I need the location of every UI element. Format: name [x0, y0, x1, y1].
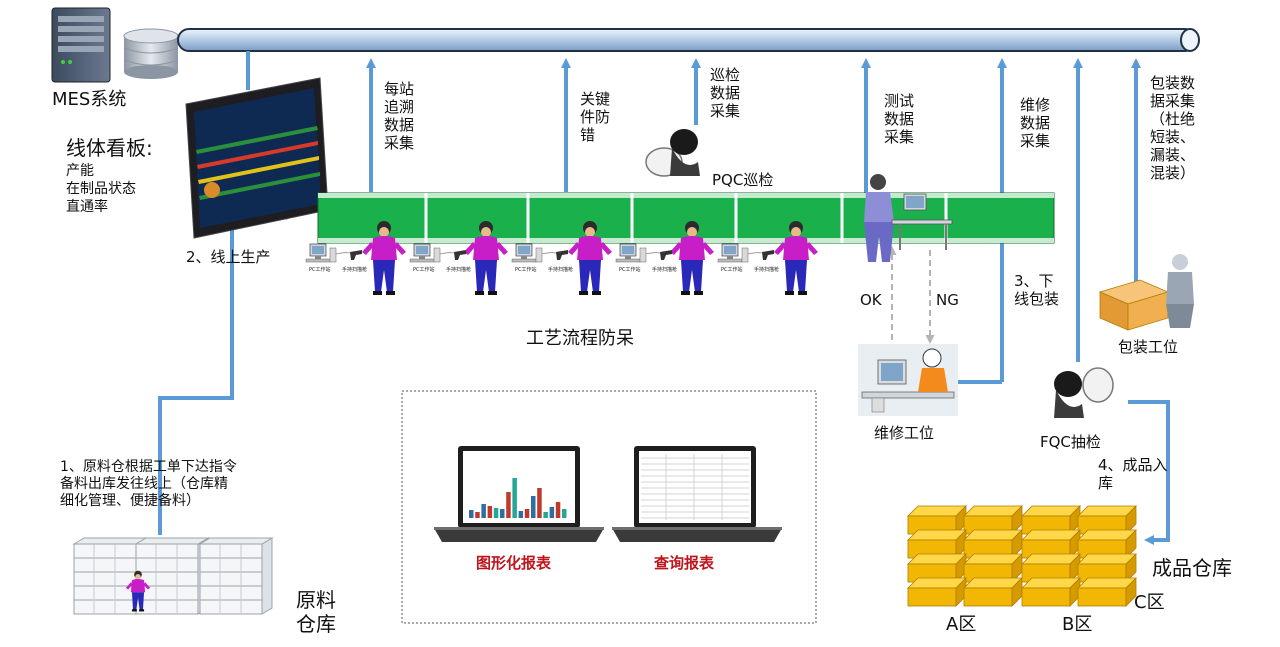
scanner-label: 手持扫描枪	[342, 267, 368, 273]
station-collect-label: 每站 追溯 数据 采集	[384, 80, 415, 152]
mini-chart-bar	[469, 510, 474, 518]
collection-arrows	[366, 58, 1141, 382]
scanner-label: 手持扫描枪	[446, 267, 472, 273]
packing-collect-label: 包装数 据采集 （杜绝 短装、 漏装、 混装）	[1150, 74, 1196, 182]
mini-chart-bar	[481, 504, 486, 518]
mini-chart-bar	[555, 502, 561, 518]
data-bus-pipe	[177, 28, 1200, 52]
step3-label: 3、下 线包装	[1014, 272, 1060, 308]
zone-b-label: B区	[1062, 614, 1093, 635]
query-report-laptop	[612, 446, 782, 542]
pqc-label: PQC巡检	[712, 171, 774, 189]
kanban-title: 线体看板:	[66, 136, 153, 160]
kanban-item-wip: 在制品状态	[66, 181, 136, 197]
tester-icon	[864, 174, 953, 262]
graphic-report-label: 图形化报表	[476, 554, 552, 572]
raw-material-shelves	[73, 537, 273, 615]
test-collect-label: 测试 数据 采集	[884, 92, 915, 146]
query-report-label: 查询报表	[654, 554, 715, 572]
mini-chart-bar	[493, 508, 499, 518]
repair-collect-label: 维修 数据 采集	[1020, 96, 1051, 150]
scanner-label: 手持扫描枪	[548, 267, 574, 273]
ng-label: NG	[936, 291, 959, 309]
reports-frame	[401, 390, 817, 624]
mini-chart-bar	[518, 511, 524, 518]
repair-station-icon	[858, 344, 958, 416]
database-icon	[123, 28, 179, 79]
mini-chart-bar	[537, 488, 542, 518]
mini-chart-bar	[506, 492, 511, 518]
pc-station-label: PC工作站	[619, 267, 641, 273]
scanner-label: 手持扫描枪	[652, 267, 678, 273]
pc-station-label: PC工作站	[721, 267, 743, 273]
kanban-item-capacity: 产能	[66, 163, 94, 179]
graphic-report-laptop	[434, 446, 604, 542]
mini-chart-bar	[543, 512, 548, 518]
pqc-inspector-icon	[645, 129, 700, 177]
mini-chart-bar	[500, 509, 505, 518]
mini-chart-bar	[549, 507, 555, 518]
repair-station-label: 维修工位	[874, 424, 935, 442]
mini-chart-bar	[562, 509, 567, 518]
kanban-board-icon	[185, 77, 329, 239]
server-icon	[51, 7, 111, 83]
step1-label: 1、原料仓根据工单下达指令 备料出库发往线上（仓库精 细化管理、便捷备料）	[60, 459, 237, 509]
packing-station-icon	[1098, 254, 1194, 331]
raw-warehouse-label: 原料 仓库	[296, 588, 336, 636]
process-foolproof-label: 工艺流程防呆	[526, 328, 634, 349]
zone-a-label: A区	[946, 614, 977, 635]
mini-chart-bar	[512, 478, 517, 518]
pc-station-label: PC工作站	[515, 267, 537, 273]
pc-station-label: PC工作站	[309, 267, 331, 273]
pc-station-label: PC工作站	[413, 267, 435, 273]
key-parts-label: 关键 件防 错	[580, 90, 611, 144]
zone-c-label: C区	[1134, 592, 1165, 613]
mini-chart-bar	[475, 512, 480, 518]
scanner-label: 手持扫描枪	[754, 267, 780, 273]
ok-ng-arrows	[887, 246, 935, 344]
finished-warehouse-label: 成品仓库	[1152, 556, 1232, 580]
step2-label: 2、线上生产	[186, 248, 271, 266]
ok-label: OK	[860, 291, 882, 309]
mini-chart-bar	[524, 509, 530, 518]
fqc-label: FQC抽检	[1040, 433, 1101, 451]
packing-station-label: 包装工位	[1118, 338, 1179, 356]
kanban-item-yield: 直通率	[66, 199, 108, 215]
patrol-collect-label: 巡检 数据 采集	[710, 66, 741, 120]
step4-label: 4、成品入 库	[1098, 456, 1168, 492]
fqc-inspector-icon	[1054, 367, 1114, 418]
mini-chart-bar	[531, 496, 536, 518]
mini-chart-bar	[487, 506, 493, 518]
finished-goods-boxes	[907, 505, 1137, 607]
conveyor-belt	[317, 192, 1055, 244]
mes-system-label: MES系统	[52, 89, 127, 110]
